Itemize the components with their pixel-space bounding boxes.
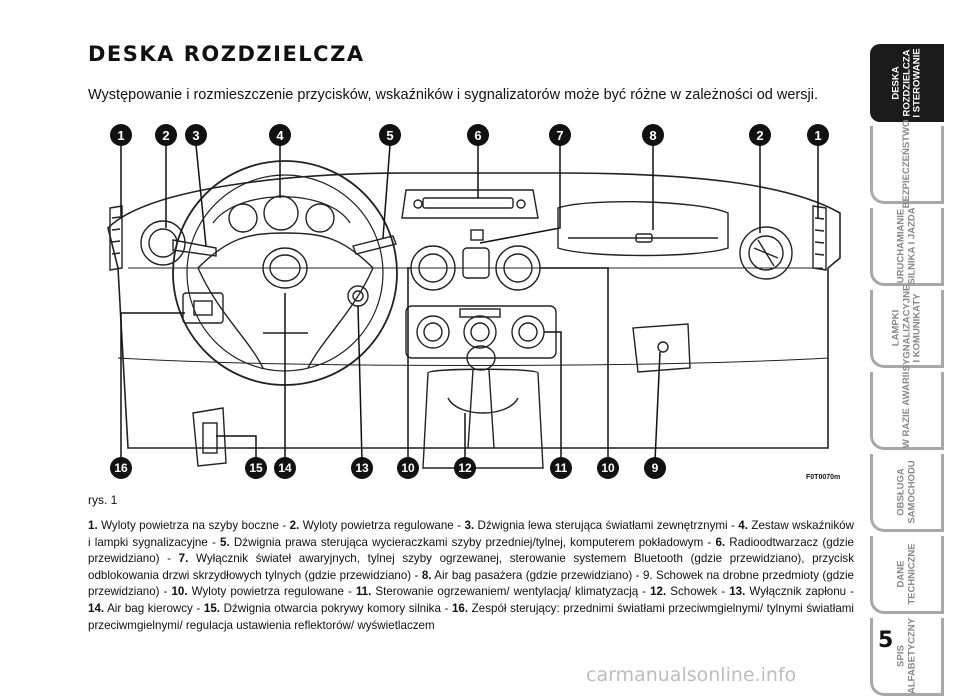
legend-item-number: 3. (464, 519, 474, 532)
legend-text: 1. Wyloty powietrza na szyby boczne - 2.… (88, 518, 854, 634)
legend-item-number: 16. (452, 602, 468, 615)
legend-item-text: Schowek - (666, 585, 729, 598)
legend-item-number: 10. (171, 585, 187, 598)
tab-2[interactable]: BEZPIECZEŃSTWO (870, 126, 944, 204)
callout-top-1: 1 (110, 124, 132, 146)
dashboard-illustration: 1 2 3 4 5 6 7 8 2 1 16 15 14 13 10 12 11… (88, 118, 860, 488)
watermark: carmanualsonline.info (586, 664, 796, 686)
legend-item-text: Wyłącznik zapłonu - (745, 585, 854, 598)
svg-text:3: 3 (192, 128, 199, 143)
callout-top-1b: 1 (807, 124, 829, 146)
callout-top-5: 5 (379, 124, 401, 146)
svg-text:4: 4 (276, 128, 284, 143)
callout-bottom-10: 10 (397, 457, 419, 479)
legend-item-number: 1. (88, 519, 98, 532)
tab-label: W RAZIE AWARII (902, 371, 913, 447)
legend-item-number: 15. (204, 602, 220, 615)
svg-text:10: 10 (601, 461, 615, 475)
chapter-tabs: DESKA ROZDZIELCZA I STEROWANIE BEZPIECZEŃ… (870, 44, 944, 700)
legend-item-text: Dźwignia lewa sterująca światłami zewnęt… (474, 519, 738, 532)
callout-bottom-11: 11 (550, 457, 572, 479)
callout-top-6: 6 (467, 124, 489, 146)
callout-top-3: 3 (185, 124, 207, 146)
legend-item-number: 12. (650, 585, 666, 598)
legend-item-number: 7. (179, 552, 189, 565)
svg-text:15: 15 (249, 461, 263, 475)
svg-text:1: 1 (814, 128, 821, 143)
callout-bottom-12: 12 (454, 457, 476, 479)
page-title: DESKA ROZDZIELCZA (88, 42, 365, 66)
tab-label: URUCHAMIANIE SILNIKA I JAZDA (897, 207, 918, 284)
legend-item-number: 14. (88, 602, 104, 615)
figure-caption: rys. 1 (88, 493, 117, 507)
svg-text:9: 9 (652, 461, 659, 475)
page-number: 5 (878, 628, 893, 653)
callout-top-2: 2 (155, 124, 177, 146)
legend-item-text: Dźwignia prawa sterująca wycieraczkami s… (230, 536, 716, 549)
tab-6[interactable]: OBSŁUGA SAMOCHODU (870, 454, 944, 532)
callout-top-7: 7 (549, 124, 571, 146)
legend-item-number: 13. (729, 585, 745, 598)
legend-item-number: 4. (738, 519, 748, 532)
legend-item-text: Wyloty powietrza regulowane - (188, 585, 356, 598)
svg-text:14: 14 (278, 461, 292, 475)
tab-label: DESKA ROZDZIELCZA I STEROWANIE (891, 48, 923, 117)
callout-top-4: 4 (269, 124, 291, 146)
callouts-top: 1 2 3 4 5 6 7 8 2 1 (110, 124, 829, 146)
legend-item-text: Air bag kierowcy - (104, 602, 204, 615)
tab-4[interactable]: LAMPKI SYGNALIZACYJNE I KOMUNIKATY (870, 290, 944, 368)
tab-label: LAMPKI SYGNALIZACYJNE I KOMUNIKATY (891, 284, 923, 371)
legend-item-text: Sterowanie ogrzewaniem/ wentylacją/ klim… (371, 585, 650, 598)
tab-3[interactable]: URUCHAMIANIE SILNIKA I JAZDA (870, 208, 944, 286)
svg-text:10: 10 (401, 461, 415, 475)
svg-text:12: 12 (458, 461, 472, 475)
tab-label: DANE TECHNICZNE (897, 543, 918, 604)
svg-text:6: 6 (474, 128, 481, 143)
callout-bottom-14: 14 (274, 457, 296, 479)
svg-text:1: 1 (117, 128, 124, 143)
legend-item-number: 8. (422, 569, 432, 582)
callout-top-8: 8 (642, 124, 664, 146)
tab-label: OBSŁUGA SAMOCHODU (897, 460, 918, 523)
callout-bottom-9: 9 (644, 457, 666, 479)
svg-text:2: 2 (756, 128, 763, 143)
svg-text:16: 16 (114, 461, 128, 475)
svg-text:7: 7 (556, 128, 563, 143)
callout-bottom-15: 15 (245, 457, 267, 479)
callout-bottom-10b: 10 (597, 457, 619, 479)
legend-item-number: 11. (356, 585, 371, 598)
svg-text:11: 11 (555, 461, 568, 475)
callout-bottom-13: 13 (351, 457, 373, 479)
legend-item-number: 5. (220, 536, 230, 549)
callout-bottom-16: 16 (110, 457, 132, 479)
tab-label: SPIS ALFABETYCZNY (897, 618, 918, 694)
tab-7[interactable]: DANE TECHNICZNE (870, 536, 944, 614)
legend-item-text: Wyloty powietrza na szyby boczne - (98, 519, 290, 532)
callout-top-2b: 2 (749, 124, 771, 146)
page-subtitle: Występowanie i rozmieszczenie przycisków… (88, 87, 818, 103)
legend-item-text: Wyloty powietrza regulowane - (299, 519, 464, 532)
callouts-bottom: 16 15 14 13 10 12 11 10 9 (110, 457, 666, 479)
svg-text:5: 5 (386, 128, 393, 143)
tab-label: BEZPIECZEŃSTWO (902, 119, 913, 208)
figure-code: F0T0070m (806, 474, 840, 481)
legend-item-number: 2. (290, 519, 300, 532)
legend-item-number: 6. (715, 536, 725, 549)
tab-5[interactable]: W RAZIE AWARII (870, 372, 944, 450)
legend-item-text: Dźwignia otwarcia pokrywy komory silnika… (220, 602, 452, 615)
svg-text:13: 13 (355, 461, 369, 475)
svg-text:8: 8 (649, 128, 656, 143)
svg-text:2: 2 (162, 128, 169, 143)
tab-1[interactable]: DESKA ROZDZIELCZA I STEROWANIE (870, 44, 944, 122)
